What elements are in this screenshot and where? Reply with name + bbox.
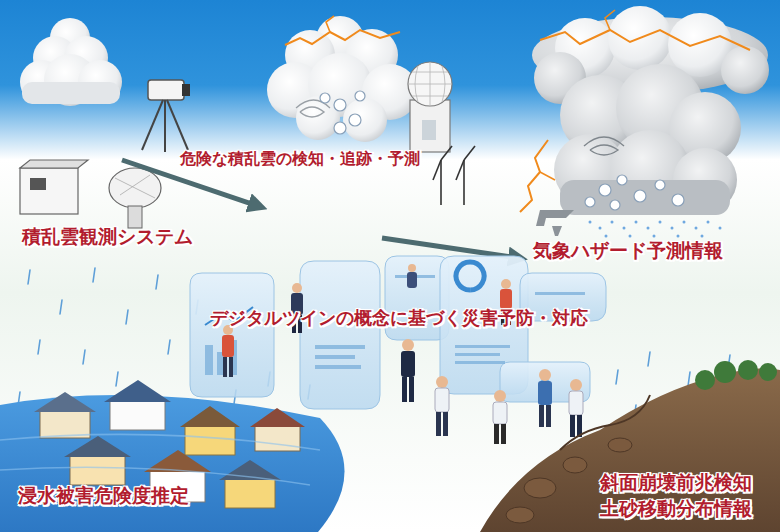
system-label: 積乱雲観測システム: [22, 226, 193, 248]
slope-label: 斜面崩壊前兆検知: [600, 472, 752, 494]
slope-label: 土砂移動分布情報: [600, 498, 752, 520]
digital-twin-panels: [190, 256, 606, 409]
camera-tripod: [142, 80, 190, 152]
flooded-town: [0, 380, 345, 532]
process-label: 危険な積乱雲の検知・追跡・予測: [180, 150, 420, 168]
wind-turbines: [433, 146, 475, 205]
radar-dish: [109, 168, 161, 228]
storm-cloud: [520, 6, 769, 238]
radar-dome: [408, 62, 452, 152]
hail: [585, 175, 684, 210]
flood-label: 浸水被害危険度推定: [18, 485, 189, 507]
people: [222, 264, 583, 444]
landslide-slope: [480, 360, 780, 532]
cumulonimbus-cloud: [267, 16, 418, 142]
hail: [320, 91, 365, 134]
output-label: 気象ハザード予測情報: [533, 240, 723, 262]
observation-box: [20, 160, 88, 214]
tornado: [536, 210, 574, 226]
cumulus-cloud: [20, 18, 122, 106]
rain-dots: [589, 221, 722, 238]
concept-label: デジタルツインの概念に基づく災害予防・対応: [210, 308, 588, 329]
